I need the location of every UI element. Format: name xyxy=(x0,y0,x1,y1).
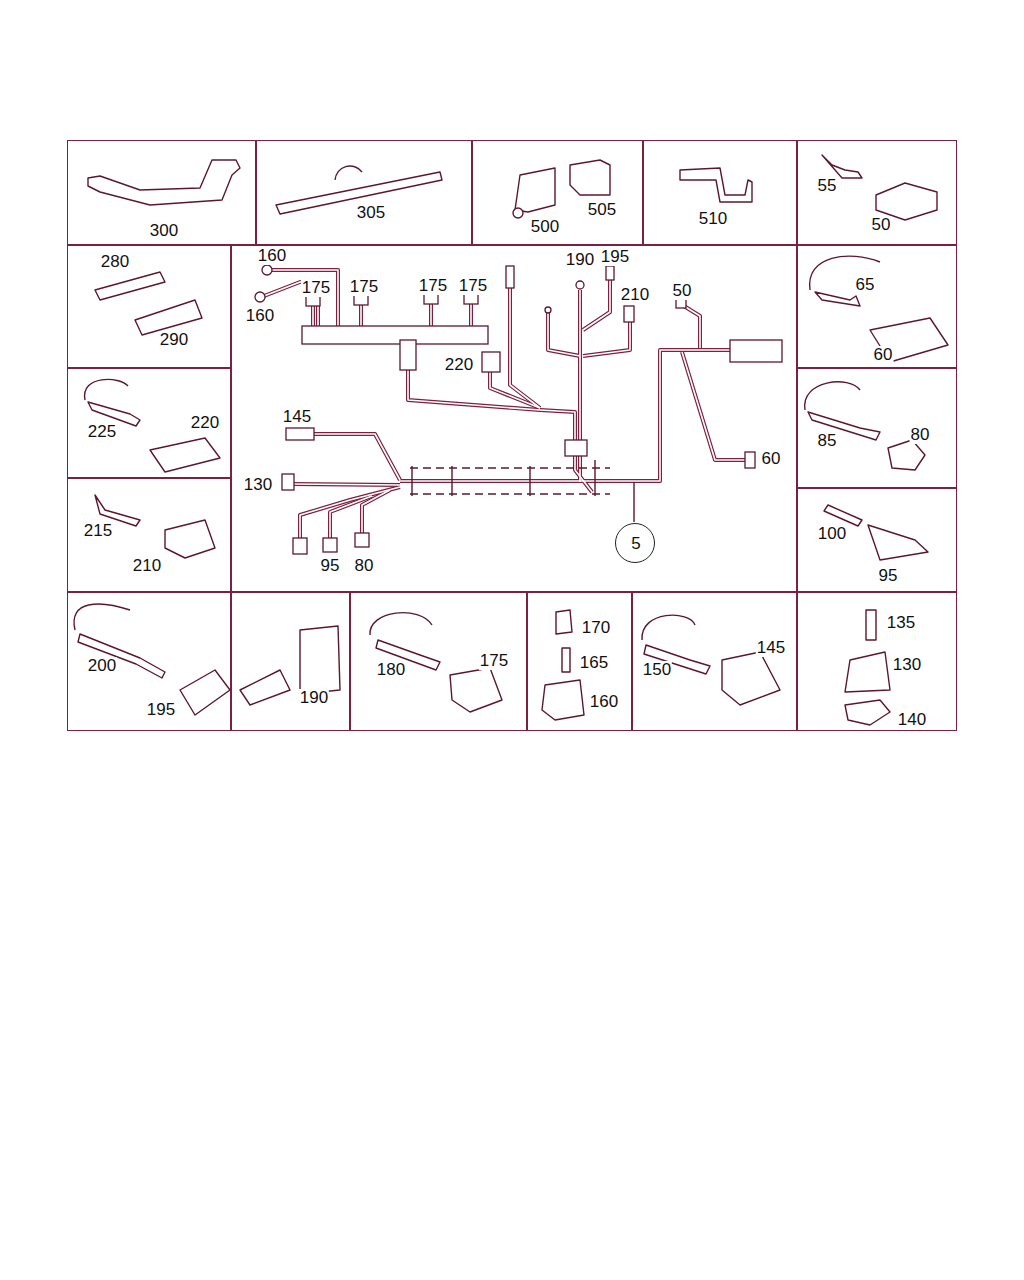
callout-number: 95 xyxy=(878,567,899,585)
callout-number: 80 xyxy=(910,426,931,444)
callout-number: 55 xyxy=(817,177,838,195)
grid-cell: 85 80 xyxy=(797,368,957,488)
part-sketches xyxy=(74,155,948,725)
callout-number: 130 xyxy=(892,656,922,674)
grid-cell: 135 130 140 xyxy=(797,592,957,731)
callout-number: 80 xyxy=(354,557,375,575)
callout-number: 165 xyxy=(579,654,609,672)
callout-number: 220 xyxy=(444,356,474,374)
callout-number: 130 xyxy=(243,476,273,494)
harness-sleeve xyxy=(410,460,634,522)
callout-number: 200 xyxy=(87,657,117,675)
callout-number: 175 xyxy=(349,278,379,296)
harness-wires-inner xyxy=(264,270,745,538)
grid-cell: 190 xyxy=(231,592,350,731)
callout-number: 180 xyxy=(376,661,406,679)
callout-number: 175 xyxy=(479,652,509,670)
harness-parts xyxy=(255,265,782,554)
callout-number: 140 xyxy=(897,711,927,729)
callout-number: 160 xyxy=(589,693,619,711)
callout-number: 190 xyxy=(565,251,595,269)
callout-number: 50 xyxy=(871,216,892,234)
grid-cell: 200 195 xyxy=(67,592,231,731)
grid-cell: 215 210 xyxy=(67,478,231,592)
harness-wires xyxy=(264,270,745,538)
grid-cell: 150 145 xyxy=(632,592,797,731)
grid-cell: 160 160 175 175 175 175 220 190 195 210 50 145 130 60… xyxy=(231,245,797,592)
grid-cell: 100 95 xyxy=(797,488,957,592)
callout-number: 225 xyxy=(87,423,117,441)
callout-number: 85 xyxy=(817,432,838,450)
grid-cell: 170 165 160 xyxy=(527,592,632,731)
callout-number: 95 xyxy=(320,557,341,575)
callout-number: 220 xyxy=(190,414,220,432)
callout-number: 290 xyxy=(159,331,189,349)
callout-number: 300 xyxy=(149,222,179,240)
callout-number: 160 xyxy=(257,247,287,265)
grid-cell: 305 xyxy=(256,140,472,245)
callout-number: 135 xyxy=(886,614,916,632)
grid-cell: 280 290 xyxy=(67,245,231,368)
callout-number: 510 xyxy=(698,210,728,228)
grid-cell: 510 xyxy=(643,140,797,245)
callout-number: 210 xyxy=(620,286,650,304)
callout-number: 505 xyxy=(587,201,617,219)
callout-number: 65 xyxy=(855,276,876,294)
callout-number: 160 xyxy=(245,307,275,325)
grid-cell: 180 175 xyxy=(350,592,527,731)
callout-number: 210 xyxy=(132,557,162,575)
callout-number: 195 xyxy=(600,248,630,266)
callout-number: 500 xyxy=(530,218,560,236)
callout-number: 170 xyxy=(581,619,611,637)
callout-number: 195 xyxy=(146,701,176,719)
callout-number: 280 xyxy=(100,253,130,271)
callout-number: 175 xyxy=(458,277,488,295)
callout-number: 60 xyxy=(761,450,782,468)
callout-number: 50 xyxy=(672,282,693,300)
callout-number: 5 xyxy=(630,535,641,553)
callout-number: 145 xyxy=(282,408,312,426)
grid-cell: 55 50 xyxy=(797,140,957,245)
callout-number: 60 xyxy=(873,346,894,364)
callout-number: 150 xyxy=(642,661,672,679)
callout-circle: 5 xyxy=(615,523,655,563)
callout-number: 190 xyxy=(299,689,329,707)
callout-number: 215 xyxy=(83,522,113,540)
grid-cell: 65 60 xyxy=(797,245,957,368)
callout-number: 305 xyxy=(356,204,386,222)
callout-number: 100 xyxy=(817,525,847,543)
grid-cell: 500 505 xyxy=(472,140,643,245)
callout-number: 145 xyxy=(756,639,786,657)
callout-number: 175 xyxy=(418,277,448,295)
grid-cell: 225 220 xyxy=(67,368,231,478)
callout-number: 175 xyxy=(301,279,331,297)
grid-cell: 300 xyxy=(67,140,256,245)
